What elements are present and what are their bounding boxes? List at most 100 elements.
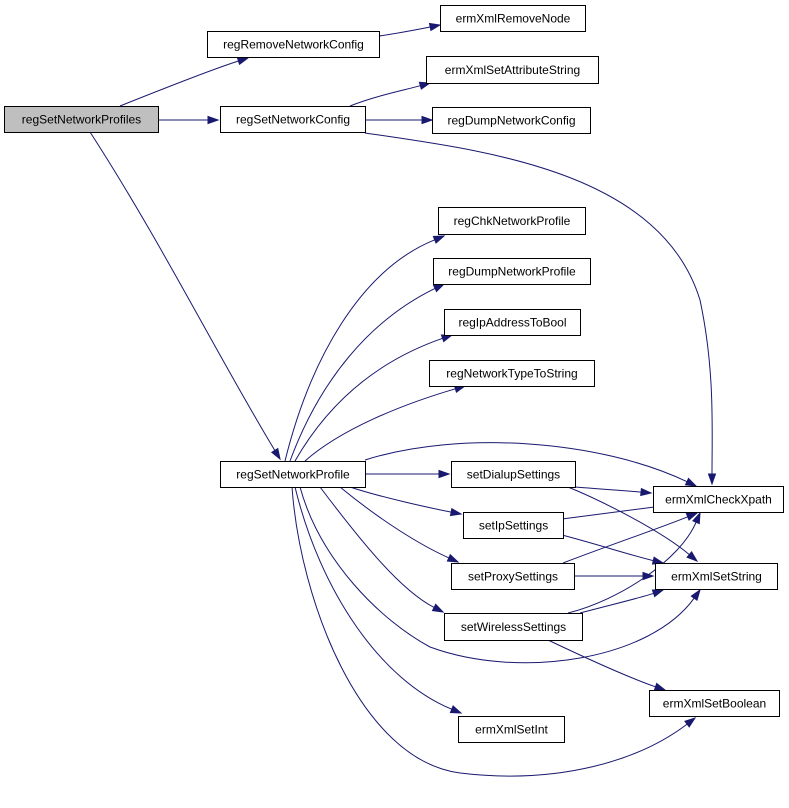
- node-label: regIpAddressToBool: [458, 316, 566, 330]
- node-box: [440, 5, 586, 32]
- node-label: regDumpNetworkConfig: [447, 114, 575, 128]
- function-node-erm-xml-set-boolean[interactable]: ermXmlSetBoolean: [649, 690, 780, 717]
- arrowhead: [428, 22, 442, 32]
- arrowhead: [707, 473, 717, 486]
- function-node-set-wireless-settings[interactable]: setWirelessSettings: [444, 613, 583, 641]
- node-box: [463, 512, 564, 539]
- node-label: ermXmlSetString: [671, 570, 762, 584]
- function-node-set-dialup-settings[interactable]: setDialupSettings: [451, 461, 576, 488]
- node-box: [207, 31, 380, 58]
- node-box: [451, 461, 576, 488]
- call-edge: [574, 486, 653, 497]
- call-edge: [547, 639, 667, 691]
- call-edge: [294, 486, 463, 714]
- call-edge: [574, 571, 655, 581]
- node-label: setIpSettings: [479, 519, 548, 533]
- node-box: [444, 309, 581, 336]
- arrowhead: [692, 511, 701, 525]
- node-box: [444, 613, 583, 641]
- function-node-reg-set-network-config[interactable]: regSetNetworkConfig: [220, 106, 366, 133]
- arrowhead: [449, 705, 463, 714]
- function-node-reg-set-network-profiles[interactable]: regSetNetworkProfiles: [4, 106, 159, 133]
- call-edge: [364, 132, 717, 486]
- function-node-reg-dump-network-profile[interactable]: regDumpNetworkProfile: [433, 258, 591, 285]
- node-box: [655, 563, 778, 590]
- function-node-reg-chk-network-profile[interactable]: regChkNetworkProfile: [438, 207, 586, 235]
- call-edge: [364, 442, 698, 487]
- arrowhead: [653, 682, 667, 691]
- call-edge: [289, 283, 446, 462]
- call-edge: [291, 486, 697, 777]
- arrowhead: [690, 588, 701, 602]
- node-box: [653, 486, 784, 513]
- node-label: ermXmlSetBoolean: [663, 697, 766, 711]
- call-edge: [284, 235, 446, 462]
- node-label: regSetNetworkConfig: [236, 113, 350, 127]
- arrowhead: [431, 603, 445, 613]
- node-box: [429, 360, 595, 387]
- node-box: [220, 461, 366, 488]
- node-box: [4, 106, 159, 133]
- call-edge: [158, 115, 220, 125]
- node-box: [451, 563, 575, 590]
- node-box: [433, 258, 591, 285]
- call-edge: [339, 486, 460, 563]
- call-edge: [562, 512, 699, 564]
- call-edge: [304, 384, 467, 462]
- node-label: ermXmlCheckXpath: [665, 493, 772, 507]
- arrowhead: [270, 447, 281, 461]
- function-node-reg-ip-address-to-bool[interactable]: regIpAddressToBool: [444, 309, 581, 336]
- node-label: regSetNetworkProfiles: [22, 113, 141, 127]
- arrowhead: [207, 115, 220, 125]
- call-edge: [89, 131, 281, 461]
- node-label: regChkNetworkProfile: [454, 214, 571, 228]
- call-edge: [561, 534, 665, 565]
- arrowhead: [651, 589, 665, 598]
- arrowhead: [684, 477, 698, 487]
- arrowhead: [236, 57, 250, 66]
- call-edge: [378, 22, 442, 37]
- function-node-reg-set-network-profile[interactable]: regSetNetworkProfile: [220, 461, 366, 488]
- arrowhead: [684, 717, 697, 728]
- function-node-erm-xml-set-int[interactable]: ermXmlSetInt: [458, 716, 565, 743]
- call-edge: [567, 511, 701, 614]
- node-label: regNetworkTypeToString: [446, 367, 577, 381]
- function-node-erm-xml-check-xpath[interactable]: ermXmlCheckXpath: [653, 486, 784, 513]
- node-label: ermXmlRemoveNode: [456, 12, 571, 26]
- function-node-set-ip-settings[interactable]: setIpSettings: [463, 512, 564, 539]
- call-edges: [89, 22, 717, 777]
- function-node-reg-remove-network-config[interactable]: regRemoveNetworkConfig: [207, 31, 380, 58]
- arrowhead: [685, 512, 699, 521]
- node-label: regRemoveNetworkConfig: [223, 38, 364, 52]
- node-label: ermXmlSetAttributeString: [445, 63, 580, 77]
- arrowhead: [642, 571, 655, 581]
- node-box: [426, 56, 599, 84]
- arrowhead: [432, 235, 446, 244]
- call-edge: [567, 486, 699, 562]
- call-edge: [294, 334, 454, 462]
- node-box: [458, 716, 565, 743]
- function-node-reg-network-type-to-string[interactable]: regNetworkTypeToString: [429, 360, 595, 387]
- call-edge: [579, 589, 665, 614]
- function-node-erm-xml-set-string[interactable]: ermXmlSetString: [655, 563, 778, 590]
- node-label: regDumpNetworkProfile: [448, 265, 576, 279]
- arrowhead: [438, 469, 451, 479]
- function-node-erm-xml-remove-node[interactable]: ermXmlRemoveNode: [440, 5, 586, 32]
- arrowhead: [449, 507, 463, 517]
- function-node-erm-xml-set-attribute-string[interactable]: ermXmlSetAttributeString: [426, 56, 599, 84]
- node-box: [220, 106, 366, 133]
- arrowhead: [446, 553, 460, 563]
- node-box: [649, 690, 780, 717]
- node-label: ermXmlSetInt: [475, 723, 548, 737]
- node-label: setWirelessSettings: [461, 620, 566, 634]
- function-node-set-proxy-settings[interactable]: setProxySettings: [451, 563, 575, 590]
- arrowhead: [432, 283, 446, 293]
- node-box: [438, 207, 586, 235]
- node-label: setDialupSettings: [467, 468, 560, 482]
- function-node-reg-dump-network-config[interactable]: regDumpNetworkConfig: [432, 107, 591, 134]
- arrowhead: [421, 115, 434, 125]
- call-edge: [365, 469, 451, 479]
- arrowhead: [651, 556, 665, 565]
- function-nodes: regSetNetworkProfiles regRemoveNetworkCon…: [4, 5, 784, 743]
